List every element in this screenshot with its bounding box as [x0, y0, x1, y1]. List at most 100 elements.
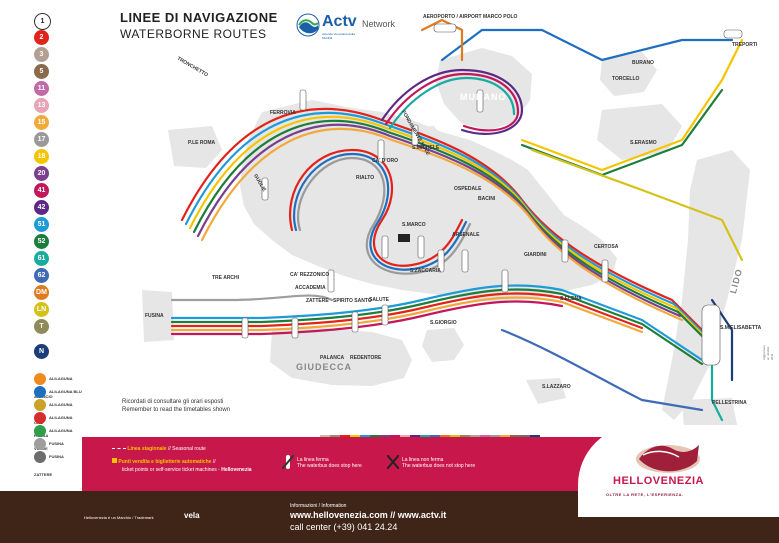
stop-marker [433, 23, 457, 33]
alilaguna-label: FUSINA ZATTERE [34, 454, 64, 478]
serasmo-island [597, 104, 682, 160]
line-badge-15: 15 [34, 115, 49, 130]
brand-suffix: Network [362, 19, 396, 29]
stop-sant-erasmo: S.ERASMO [630, 140, 657, 146]
stop-marker [437, 249, 445, 273]
reminder-en: Remember to read the timetables shown [122, 407, 231, 413]
stop-marker [501, 269, 509, 293]
line-badge-61: 61 [34, 251, 49, 266]
stop-san-michele: S.MICHELE [412, 145, 440, 151]
stop-marker [601, 259, 609, 283]
alilaguna-label: ALILAGUNA BLU [49, 389, 82, 395]
stop-marker [241, 317, 249, 339]
boat-icon [34, 411, 46, 424]
stop-piazzale-roma: P.LE ROMA [188, 140, 216, 146]
stop-treporti: TREPORTI [732, 42, 758, 48]
stop-pellestrina: PELLESTRINA [712, 400, 747, 406]
line-badge-1: 1 [34, 13, 51, 30]
stop-tre-archi: TRE ARCHI [212, 275, 240, 281]
stop-fusina: FUSINA [145, 313, 164, 319]
line-badge-42: 42 [34, 200, 49, 215]
stop-marker [299, 89, 307, 111]
stop-marker [723, 29, 743, 39]
line-badge-18: 18 [34, 149, 49, 164]
route-lines [170, 18, 744, 422]
stop-palanca: PALANCA [320, 355, 345, 361]
points-it: Punti vendita e biglietterie automatiche [118, 459, 212, 465]
stops-en: The waterbus does stop here [297, 463, 362, 469]
vela-logo: vela [184, 511, 200, 520]
stop-torcello: TORCELLO [612, 76, 640, 82]
venice-island [240, 100, 617, 302]
stop-marker [381, 304, 389, 326]
line-badge-t: T [34, 319, 49, 334]
call-center: call center (+39) 041 24.24 [290, 522, 398, 532]
update-note: Aggiornato al: ottobre 2011 [762, 345, 774, 360]
line-badge-13: 13 [34, 98, 49, 113]
stop-redentore: REDENTORE [350, 355, 382, 361]
line-badge-52: 52 [34, 234, 49, 249]
reminder-it: Ricordati di consultare gli orari espost… [122, 399, 224, 405]
website-links: www.hellovenezia.com // www.actv.it [290, 510, 447, 520]
stop-santa-maria-elisabetta: S.M.ELISABETTA [720, 325, 762, 331]
land-areas [142, 48, 750, 428]
stop-rialto: RIALTO [356, 175, 375, 181]
line-badge-5: 5 [34, 64, 49, 79]
stop-ferrovia: FERROVIA [270, 110, 296, 116]
giudecca-island [270, 328, 412, 386]
hellovenezia-name: HELLOVENEZIA [613, 475, 704, 487]
stops-it: La linea ferma [297, 457, 329, 463]
line-badge-62: 62 [34, 268, 49, 283]
stop-ca-doro: CA' D'ORO [372, 158, 398, 164]
stop-marker [561, 239, 569, 263]
stop-bacini: BACINI [478, 196, 496, 202]
alilaguna-item: FUSINA ZATTERE [34, 448, 82, 484]
slazzaro-island [526, 378, 566, 404]
stop-arsenale: ARSENALE [452, 232, 480, 238]
hellovenezia-logo-icon [636, 445, 700, 473]
stop-marker [701, 304, 721, 366]
points-brand: Hellovenezia [221, 467, 252, 473]
line-badge-dm: DM [34, 285, 49, 300]
nostop-symbol-icon [387, 455, 399, 469]
actv-logo-icon [296, 13, 320, 37]
brand-name: Actv [322, 13, 357, 30]
stop-marker [417, 235, 425, 259]
line-badge-2: 2 [34, 30, 49, 45]
route-map [142, 18, 750, 428]
boat-icon [34, 372, 46, 385]
stop-zattere: ZATTERE [306, 298, 329, 304]
stop-markers [241, 23, 743, 366]
boat-icon [34, 450, 46, 463]
stop-giardini: GIARDINI [524, 252, 547, 258]
nostop-legend: La linea non ferma The waterbus does not… [402, 457, 475, 469]
stop-marker [476, 89, 484, 113]
stop-accademia: ACCADEMIA [295, 285, 326, 291]
stop-marker [377, 139, 385, 163]
stop-san-lazzaro: S.LAZZARO [542, 384, 571, 390]
page-title: LINEE DI NAVIGAZIONE [120, 10, 278, 25]
seasonal-legend: Linea stagionale // Seasonal route [112, 446, 206, 452]
pellestrina-land [682, 398, 737, 428]
stop-burano: BURANO [632, 60, 654, 66]
stop-marker [351, 311, 359, 333]
hellovenezia-tagline: OLTRE LA RETE, L'ESPERIENZA. [606, 492, 684, 497]
trademark-note: Hellovenezia è un Marchio / Trademark [84, 515, 154, 520]
alilaguna-item: ALILAGUNA BLU [34, 383, 82, 401]
stop-symbol-icon [282, 455, 294, 469]
line-badge-41: 41 [34, 183, 49, 198]
line-badge-n: N [34, 344, 49, 359]
stop-san-giorgio: S.GIORGIO [430, 320, 457, 326]
stop-spirito-santo: SPIRITO SANTO [333, 298, 372, 304]
stop-marker [291, 317, 299, 339]
stop-marker [461, 249, 469, 273]
sgiorgio-island [422, 328, 464, 362]
points-en: ticket points or self-service ticket mac… [122, 467, 217, 473]
area-giudecca: GIUDECCA [296, 362, 353, 372]
boat-icon [34, 424, 46, 437]
line-badge-17: 17 [34, 132, 49, 147]
line-badge-ln: LN [34, 302, 49, 317]
actv-brand: Actv Network Azienda Veneziana della Mob… [296, 13, 406, 43]
line-badge-3: 3 [34, 47, 49, 62]
page-subtitle: WATERBORNE ROUTES [120, 27, 267, 41]
